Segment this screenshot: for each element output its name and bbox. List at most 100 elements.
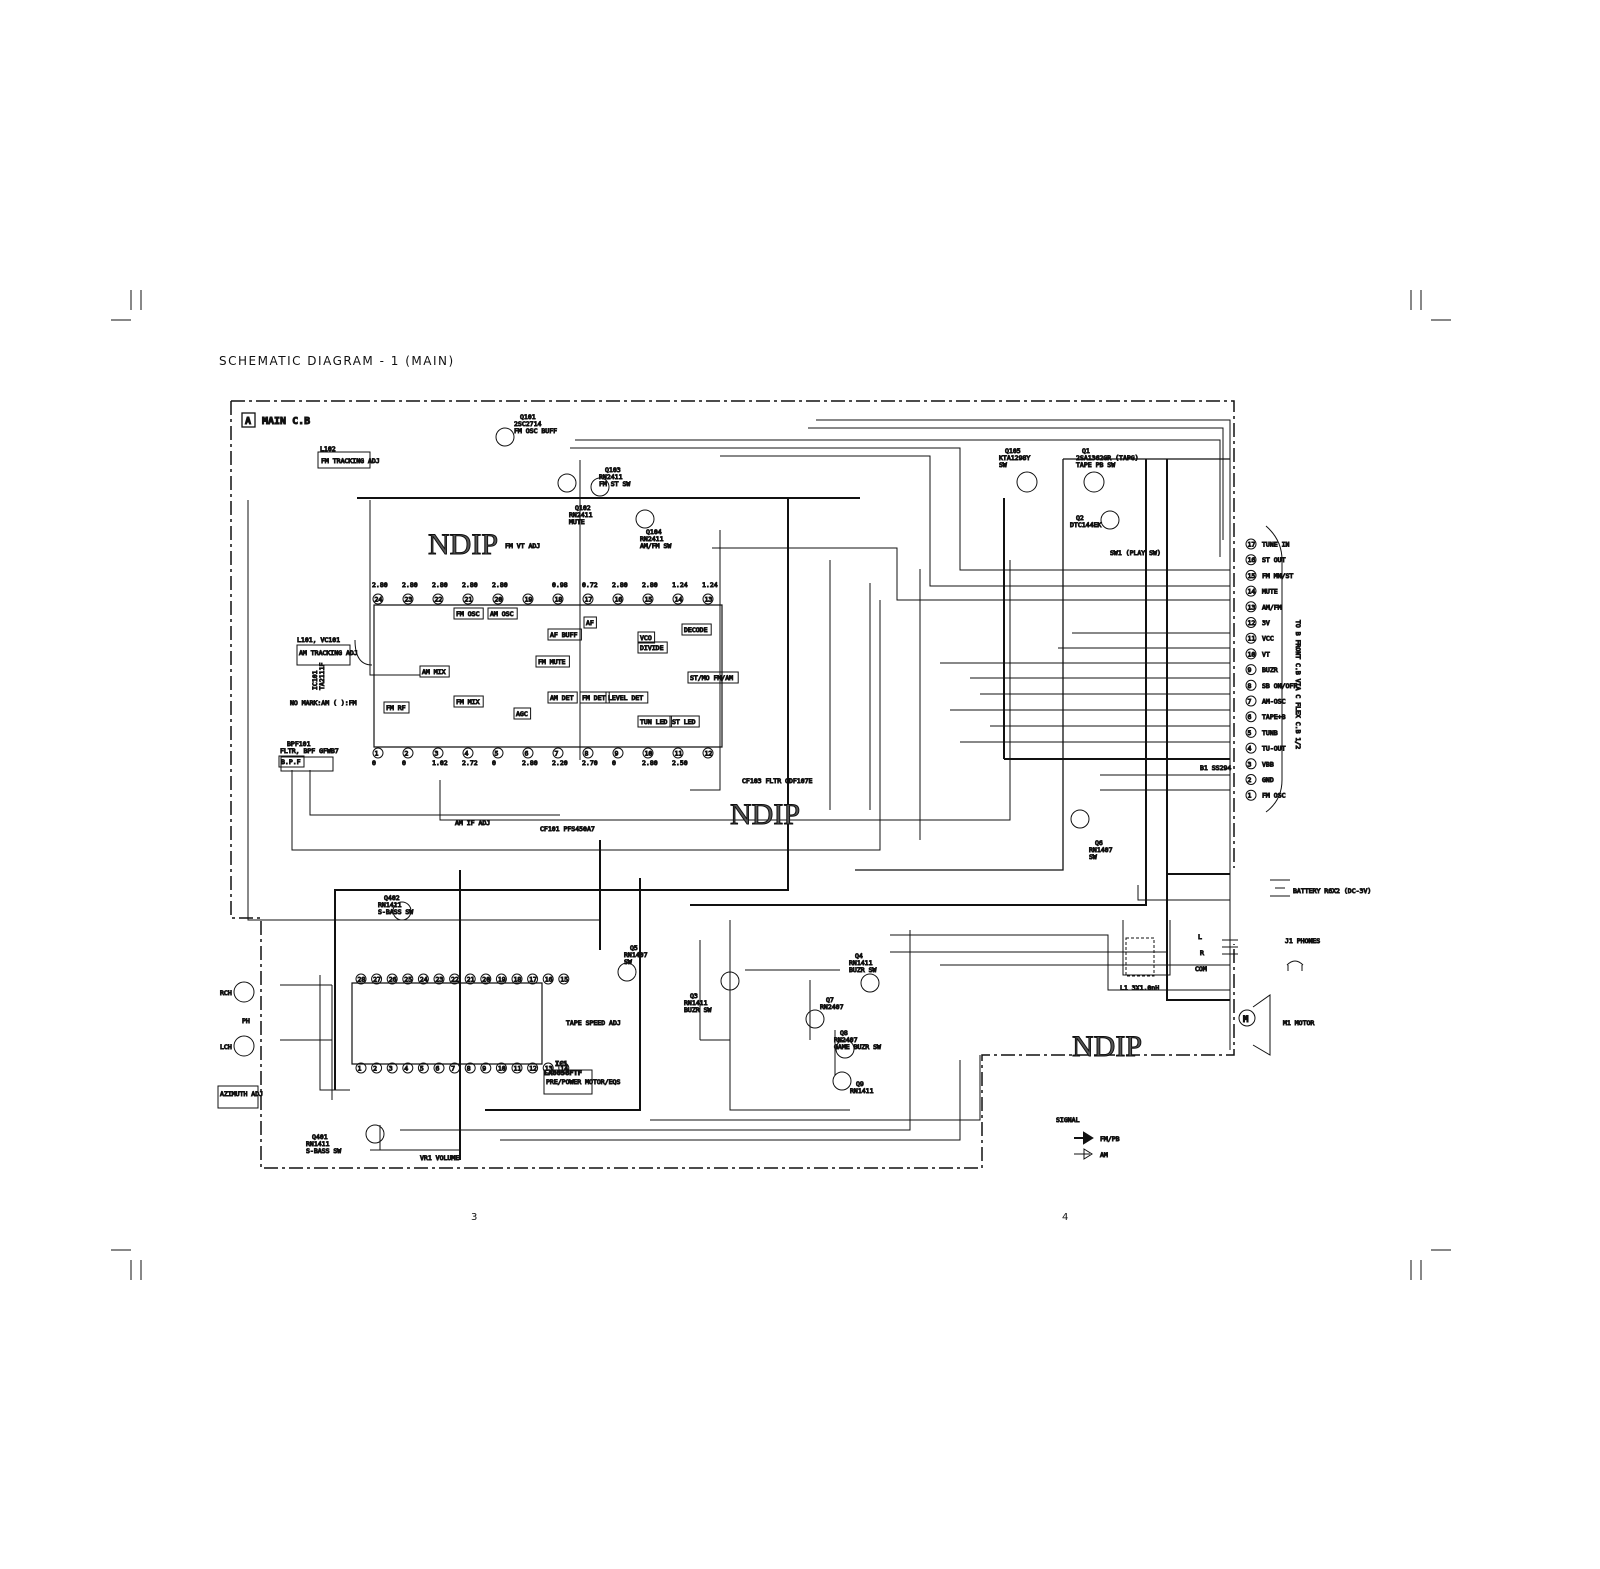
ic101-block <box>453 607 484 620</box>
ic101-top-pin <box>552 593 564 605</box>
ic101-block <box>547 691 578 704</box>
transistor-note: GAME BUZR SW <box>834 1043 881 1051</box>
ic101-bottom-voltage: 2.80 <box>642 759 658 767</box>
ic101-top-voltage: 2.80 <box>642 581 658 589</box>
ic1-bottom-pin-number: 13 <box>545 1065 553 1073</box>
bpf101-label: BPF101 <box>287 740 311 748</box>
ic101-block-label: AF BUFF <box>550 631 577 639</box>
ic1-top-pin-number: 15 <box>560 976 568 984</box>
connector-pin <box>1245 758 1257 770</box>
connector-pin-label: ST OUT <box>1262 556 1286 564</box>
ic1-top-pin <box>495 973 507 985</box>
lch-label: LCH <box>220 1043 232 1051</box>
transistor-ref: Q5 <box>630 944 638 952</box>
svg-text:M: M <box>1243 1015 1249 1025</box>
page-number-right: 4 <box>1062 1212 1069 1223</box>
ph-label: PH <box>242 1017 250 1025</box>
connector-pin <box>1245 585 1257 597</box>
ic101-bottom-pin-number: 1 <box>375 750 379 758</box>
ic101-block <box>547 628 582 641</box>
connector-pin-number: 4 <box>1248 745 1252 753</box>
ic1-role: PRE/POWER MOTOR/EQS <box>546 1078 620 1086</box>
connector-pin-label: SB ON/OFF <box>1262 682 1297 690</box>
transistor-note: FM ST SW <box>599 480 630 488</box>
ic1-bottom-pin-number: 7 <box>451 1065 455 1073</box>
ic1-top-pin-number: 28 <box>358 976 366 984</box>
connector-pin <box>1245 617 1257 628</box>
am-tracking-label: AM TRACKING ADJ <box>299 649 358 657</box>
ic101-bottom-pin <box>582 747 594 759</box>
ic101-top-voltage: 2.80 <box>612 581 628 589</box>
l102-label: L102 <box>320 445 336 453</box>
am-if-adj-label: AM IF ADJ <box>455 819 490 827</box>
ic101-bottom-pin-number: 7 <box>555 750 559 758</box>
connector-pin-number: 1 <box>1248 792 1252 800</box>
transistor-note: AM/FM SW <box>640 542 671 550</box>
ic101-top-voltage: 0.72 <box>582 581 598 589</box>
ic101-bottom-voltage: 0 <box>612 759 616 767</box>
transistor-ref: Q2 <box>1076 514 1084 522</box>
ic101-block <box>513 707 532 720</box>
connector-pin <box>1245 726 1257 738</box>
ic101-bottom-pin <box>612 747 624 759</box>
transistor-ref: Q4 <box>855 952 863 960</box>
ic101-top-pin <box>672 593 684 605</box>
ic1-bottom-pin-number: 4 <box>404 1065 408 1073</box>
ic101-top-pin-number: 23 <box>405 596 413 604</box>
l1-label: L1 3X1.0nH <box>1120 984 1159 992</box>
ic101-top-voltage: 2.80 <box>372 581 388 589</box>
ic101-top-pin-number: 14 <box>675 596 683 604</box>
ic101-top-pin <box>642 593 654 605</box>
transistor-note: FM OSC BUFF <box>514 427 557 435</box>
connector-pin-number: 7 <box>1248 698 1252 706</box>
ic101-bottom-voltage: 0 <box>372 759 376 767</box>
board-label: A MAIN C.B <box>241 412 311 428</box>
ic101-block-label: B.P.F <box>281 758 301 766</box>
transistor-ref: Q401 <box>312 1133 328 1141</box>
output-section: M <box>233 879 1304 1057</box>
ic1-top-pin <box>417 973 429 985</box>
connector-pin-label: AM/FM <box>1262 603 1282 611</box>
ic101-top-pin <box>402 593 414 605</box>
connector-pin <box>1245 774 1257 785</box>
connector-pin-label: TU-OUT <box>1262 745 1286 753</box>
ic1-top-pin <box>558 973 570 985</box>
ic101-block <box>278 755 305 768</box>
ic101-block-label: VCO <box>640 634 652 642</box>
connector-pin <box>1245 742 1257 754</box>
ic101-top-pin <box>702 593 714 605</box>
ic101-top-voltage: 1.24 <box>702 581 718 589</box>
ic1-top-pin <box>527 973 539 985</box>
ic101-block <box>605 691 649 704</box>
ic101-top-pin-number: 16 <box>615 596 623 604</box>
ic101: IC101 TA2111F 242.80232.80222.80212.8020… <box>278 581 739 768</box>
transistor-note: SW <box>1089 853 1097 861</box>
legend-am: AM <box>1100 1151 1108 1159</box>
ic101-block <box>419 665 450 678</box>
ic101-bottom-pin <box>402 747 414 759</box>
ic1-top-pin <box>464 973 476 985</box>
ic1-top-pin-number: 24 <box>420 976 428 984</box>
ic1-top-pin-number: 23 <box>436 976 444 984</box>
ic1-bottom-pin <box>558 1062 570 1074</box>
azimuth-label: AZIMUTH ADJ <box>220 1090 263 1098</box>
ic101-block-label: AF <box>586 619 594 627</box>
ic101-block-label: FM OSC <box>456 610 480 618</box>
ic1-bottom-pin-number: 6 <box>436 1065 440 1073</box>
ic1-top-pin-number: 21 <box>467 976 475 984</box>
bpf-part-label: FLTR, BPF GFWB7 <box>280 747 339 755</box>
battery-label: BATTERY R6X2 (DC-3V) <box>1293 887 1371 895</box>
ic1-top-pin-number: 27 <box>373 976 381 984</box>
ic101-bottom-pin <box>462 747 474 759</box>
transistor-part: 2SA1362GR (TAPG) <box>1076 454 1139 462</box>
ic101-block-label: FM DET <box>582 694 606 702</box>
fm-tracking-label: FM TRACKING ADJ <box>321 457 380 465</box>
connector-pin-number: 8 <box>1248 682 1252 690</box>
connector-pin-label: FM MN/ST <box>1262 572 1293 580</box>
ic101-bottom-pin-number: 9 <box>615 750 619 758</box>
ic101-bottom-voltage: 0 <box>492 759 496 767</box>
